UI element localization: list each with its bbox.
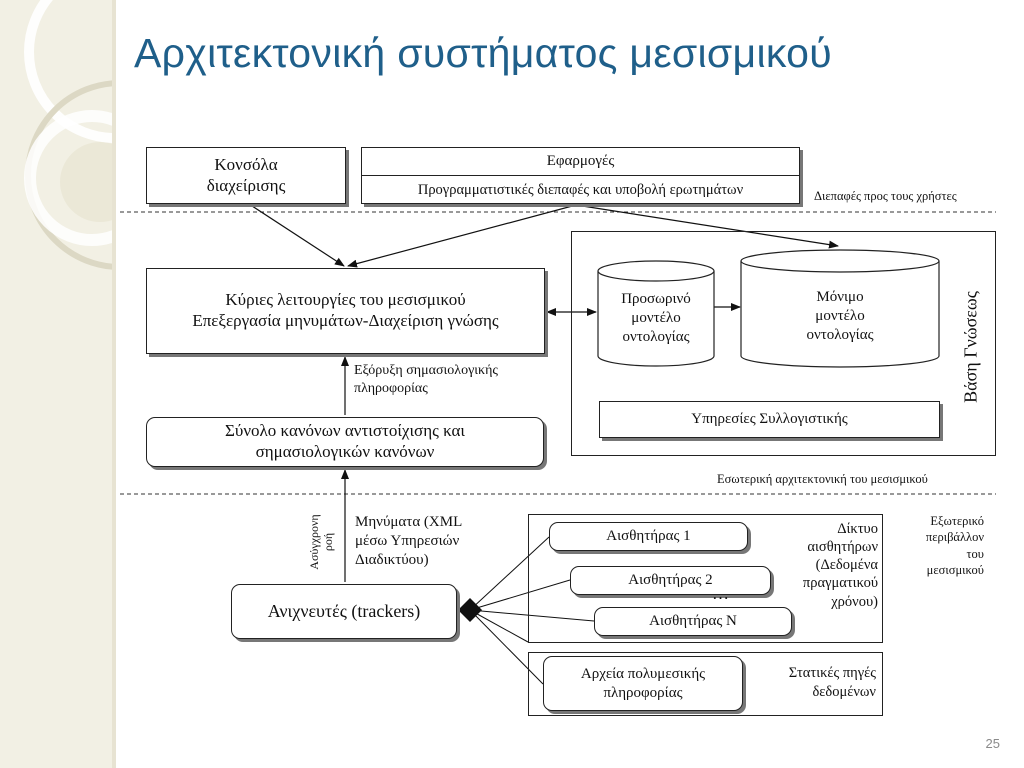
applications-header: Εφαρμογές	[362, 148, 799, 176]
temporary-ontology-line2: μοντέλο	[631, 310, 681, 327]
permanent-ontology-line1: Μόνιμο	[816, 289, 864, 305]
temporary-ontology-cylinder	[597, 260, 715, 367]
management-console-line1: Κονσόλα	[214, 154, 278, 174]
semantic-extraction-line1: Εξόρυξη σημασιολογικής	[354, 363, 498, 378]
connector-sensor-1	[469, 536, 550, 611]
decorative-circles	[24, 0, 112, 270]
async-flow-line1: Ασύγχρονη	[307, 514, 322, 570]
aggregation-diamond	[458, 598, 482, 622]
rules-line2: σημασιολογικών κανόνων	[255, 442, 435, 461]
core-functions-line2: Επεξεργασία μηνυμάτων-Διαχείριση γνώσης	[192, 311, 499, 330]
static-sources-line2: δεδομένων	[812, 683, 876, 700]
trackers-box: Ανιχνευτές (trackers)	[231, 584, 457, 639]
core-functions-line1: Κύριες λειτουργίες του μεσισμικού	[225, 290, 466, 310]
reasoning-services-box: Υπηρεσίες Συλλογιστικής	[599, 401, 940, 438]
connector-sensor-n	[469, 609, 595, 622]
messages-label: Μηνύματα (XML μέσω Υπηρεσιών Διαδικτύου)	[355, 513, 462, 571]
sensor-1-box: Αισθητήρας 1	[549, 522, 748, 551]
static-sources-line1: Στατικές πηγές	[788, 665, 876, 681]
media-files-line2: πληροφορίας	[603, 684, 683, 701]
slide-title: Αρχιτεκτονική συστήματος μεσισμικού	[134, 30, 832, 76]
sensor-2-box: Αισθητήρας 2	[570, 566, 771, 595]
media-files-line1: Αρχεία πολυμεσικής	[580, 666, 706, 683]
media-files-box: Αρχεία πολυμεσικής πληροφορίας	[543, 656, 743, 711]
external-environment-line4: μεσισμικού	[926, 562, 984, 577]
management-console-box: Κονσόλα διαχείρισης	[146, 147, 346, 204]
temporary-ontology-label: Προσωρινό μοντέλο οντολογίας	[598, 290, 714, 348]
connector-sensor-network-bottom	[469, 609, 529, 643]
messages-line3: Διαδικτύου)	[355, 552, 429, 569]
permanent-ontology-line2: μοντέλο	[815, 308, 865, 325]
user-interfaces-label: Διεπαφές προς τους χρήστες	[814, 189, 957, 203]
sensor-network-line1: Δίκτυο	[837, 521, 878, 537]
temporary-ontology-line1: Προσωρινό	[621, 291, 691, 307]
sidebar-edge	[112, 0, 116, 768]
sensor-network-line2: αισθητήρων	[807, 539, 878, 556]
external-environment-line2: περιβάλλον	[925, 530, 984, 545]
messages-line1: Μηνύματα (XML	[355, 514, 463, 530]
connector-media-files	[469, 609, 544, 685]
applications-subtitle: Προγραμματιστικές διεπαφές και υποβολή ε…	[417, 182, 744, 198]
sensors-ellipsis: …	[712, 584, 729, 603]
external-environment-line3: του	[966, 546, 984, 561]
static-sources-label: Στατικές πηγές δεδομένων	[752, 664, 876, 702]
knowledge-base-label: Βάση Γνώσεως	[960, 291, 981, 403]
rules-box: Σύνολο κανόνων αντιστοίχισης και σημασιο…	[146, 417, 544, 467]
async-flow-line2: ροή	[321, 532, 335, 552]
console-to-core-arrow	[245, 201, 345, 267]
temporary-ontology-line3: οντολογίας	[622, 329, 690, 346]
static-sources-frame	[528, 652, 883, 716]
apps-to-permanent-model-arrow	[575, 204, 839, 249]
sensor-network-line3: (Δεδομένα	[815, 557, 878, 574]
core-functions-box: Κύριες λειτουργίες του μεσισμικού Επεξερ…	[146, 268, 545, 354]
semantic-extraction-label: Εξόρυξη σημασιολογικής πληροφορίας	[354, 362, 498, 398]
knowledge-base-frame	[571, 231, 996, 456]
permanent-ontology-line3: οντολογίας	[806, 327, 874, 344]
management-console-line2: διαχείρισης	[206, 175, 286, 195]
semantic-extraction-line2: πληροφορίας	[354, 381, 428, 397]
page-number: 25	[985, 736, 1000, 751]
external-environment-line1: Εξωτερικό	[930, 514, 984, 528]
apps-to-core-arrow	[347, 204, 577, 268]
internal-architecture-label: Εσωτερική αρχιτεκτονική του μεσισμικού	[717, 472, 928, 486]
external-environment-label: Εξωτερικό περιβάλλον του μεσισμικού	[898, 513, 984, 578]
connector-sensor-2	[469, 579, 571, 611]
sensor-network-line4: πραγματικού	[802, 575, 878, 592]
rules-line1: Σύνολο κανόνων αντιστοίχισης και	[225, 421, 465, 441]
sensor-network-label: Δίκτυο αισθητήρων (Δεδομένα πραγματικού …	[774, 520, 878, 611]
permanent-ontology-label: Μόνιμο μοντέλο οντολογίας	[741, 288, 939, 346]
permanent-ontology-cylinder	[740, 249, 940, 368]
applications-box: Εφαρμογές Προγραμματιστικές διεπαφές και…	[361, 147, 800, 204]
sensor-network-frame	[528, 514, 883, 643]
sensor-n-box: Αισθητήρας Ν	[594, 607, 792, 636]
messages-line2: μέσω Υπηρεσιών	[355, 533, 460, 550]
sensor-network-line5: χρόνου)	[831, 593, 878, 610]
async-flow-label: Ασύγχρονη ροή	[307, 514, 336, 570]
decorative-sidebar	[0, 0, 112, 768]
